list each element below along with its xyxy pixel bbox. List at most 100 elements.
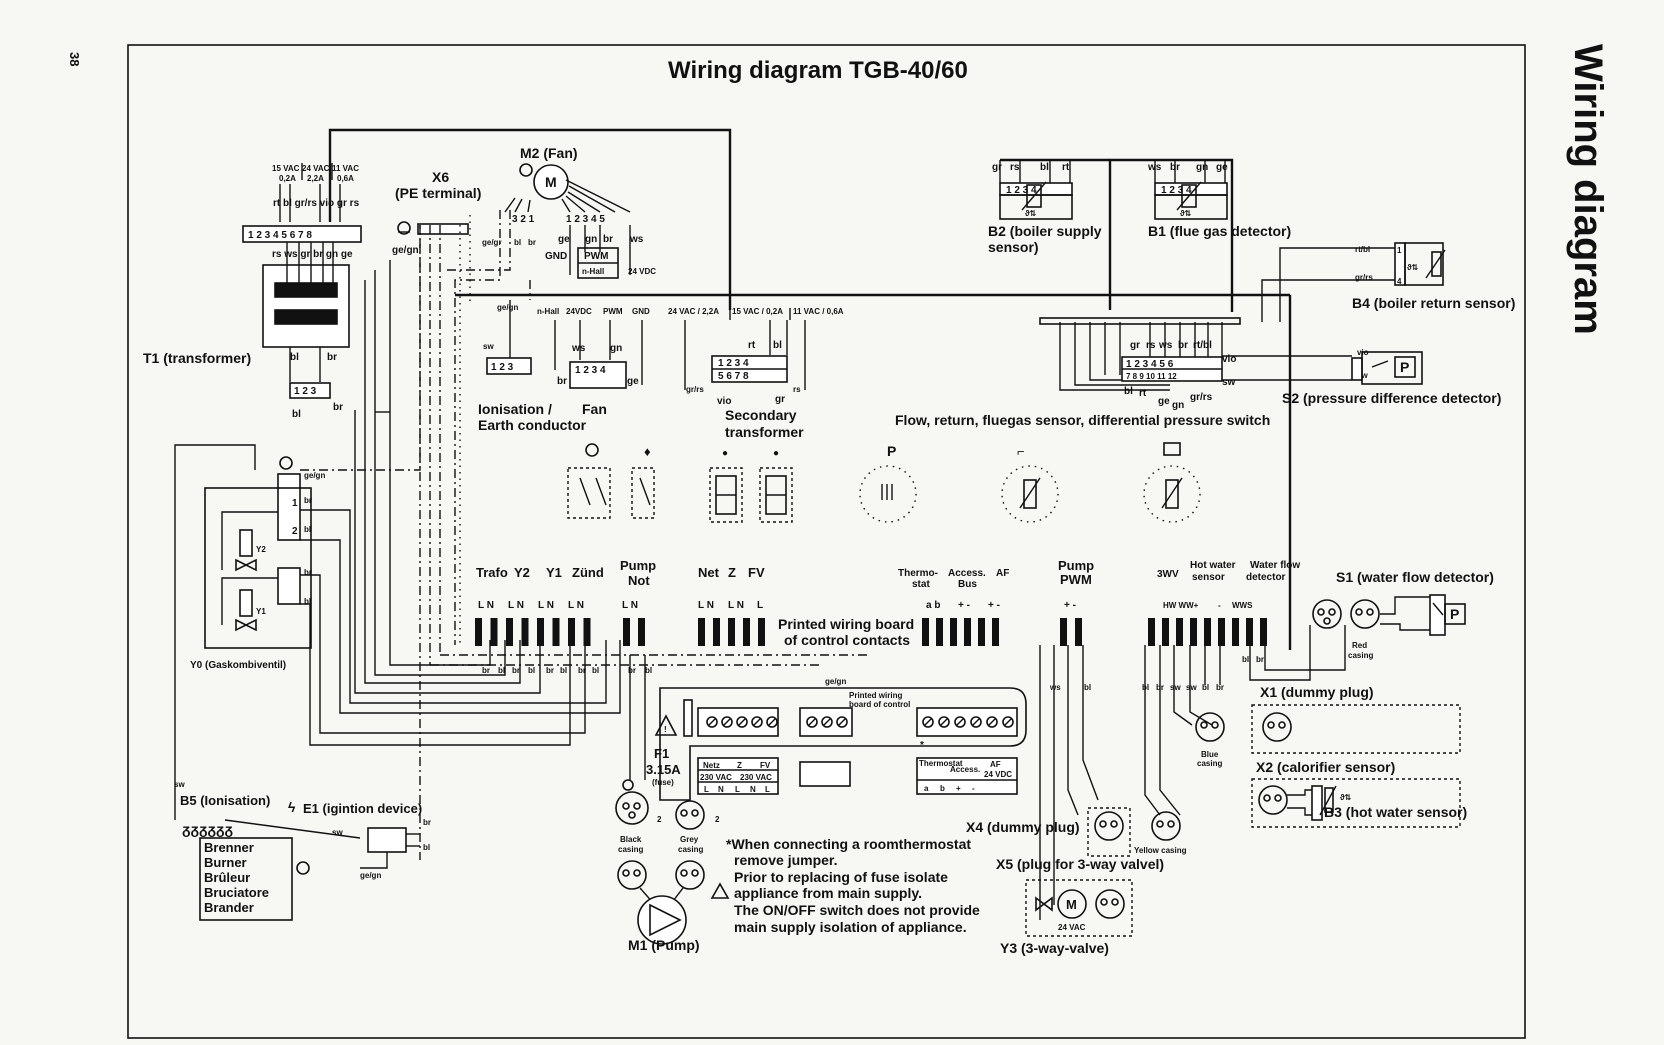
earth-icon	[519, 163, 533, 177]
note-line: The ON/OFF switch does not provide	[734, 902, 980, 918]
plug-socket-icon	[617, 860, 647, 890]
sec-trafo-pins: 1 2 3 4	[718, 358, 749, 369]
b4-wire: rt/bl	[1355, 245, 1370, 254]
spark-icon: ϟ	[288, 799, 296, 815]
terminal-group-headers: Trafo Y2 Y1 Zünd Pump Not Net Z FV Therm…	[476, 558, 1300, 611]
temperature-icon: ϑ⇅	[1340, 793, 1352, 802]
board-wire: bl	[645, 666, 652, 675]
y3-label: Y3 (3-way-valve)	[1000, 940, 1109, 956]
board-wire: bl	[560, 666, 567, 675]
fan-conn-wire: ws	[571, 343, 586, 354]
page-number: 38	[67, 52, 82, 66]
fan-conn-label: 24 VDC	[628, 267, 656, 276]
transformer-top-wires: rt bl gr/rs vio gr rs	[273, 198, 360, 209]
terminal-pin	[638, 618, 645, 646]
screw-terminal-icon	[922, 716, 934, 728]
terminal-pin	[1148, 618, 1155, 646]
fan-conn-wire: br	[557, 376, 567, 387]
burner-label: Brûleur	[204, 870, 250, 885]
sensor-b2: gr rs bl rt 1 2 3 4 ϑ⇅ B2 (boiler supply…	[988, 158, 1110, 255]
transformer-rating: 15 VAC	[272, 164, 300, 173]
terminal-group-label: PWM	[1060, 572, 1092, 587]
terminal-pin	[521, 618, 529, 646]
screw-terminal-icon	[938, 716, 950, 728]
terminal-group-label: Z	[728, 565, 736, 580]
pump-m1: 2 2 Black casing Grey casing M1 (Pump)	[615, 655, 720, 953]
terminal-pin	[964, 618, 971, 646]
terminal-group-label: Y1	[546, 565, 562, 580]
terminal-group-label: Trafo	[476, 565, 508, 580]
terminal-pins: L	[757, 600, 763, 611]
pressure-switch-icon: P	[1450, 606, 1459, 622]
sensor-conn-wire: br	[1178, 340, 1188, 351]
fan-conn-header: n-Hall	[537, 307, 559, 316]
ignition-wire: sw	[332, 828, 343, 837]
fuse-icon	[683, 699, 693, 737]
gas-valve-pin: 2	[292, 526, 298, 537]
svg-text:a: a	[924, 784, 929, 793]
svg-text:-: -	[972, 784, 975, 793]
s1-casing-sub: casing	[1348, 651, 1373, 660]
svg-text:●: ●	[773, 448, 779, 459]
fuse-value: 3.15A	[646, 762, 681, 777]
burner-label: Brenner	[204, 840, 254, 855]
svg-text:230 VAC: 230 VAC	[740, 773, 772, 782]
terminal-pins: HW WW+	[1163, 601, 1199, 610]
screw-terminal-icon	[706, 716, 718, 728]
pwb-label: Printed wiring board	[778, 616, 914, 632]
grey-casing-sub: casing	[678, 845, 703, 854]
b2-wire: rs	[1010, 162, 1020, 173]
sec-trafo-label: Secondary	[725, 407, 797, 423]
ionisation-pins: 1 2 3	[491, 362, 514, 373]
terminal-group-label: Pump	[620, 558, 656, 573]
gas-valve-wire: ge/gn	[304, 471, 325, 480]
right-wire-bundle	[1039, 625, 1346, 920]
terminal-pin	[568, 618, 575, 646]
pressure-knob-icon	[859, 465, 917, 523]
note-line: Prior to replacing of fuse isolate	[734, 869, 948, 885]
resistor-icon	[1026, 184, 1042, 208]
svg-text:2: 2	[715, 815, 720, 824]
svg-text:L: L	[735, 785, 740, 794]
ionisation-wire: ge/gn	[497, 303, 518, 312]
svg-text:230 VAC: 230 VAC	[700, 773, 732, 782]
terminal-pins: L N	[478, 600, 494, 611]
board-wire: br	[546, 666, 554, 675]
terminal-group-label: Bus	[958, 579, 977, 590]
terminal-group-label: FV	[748, 565, 765, 580]
b2-pins: 1 2 3 4	[1006, 185, 1037, 196]
transformer-rating: 0,2A	[279, 174, 296, 183]
svg-text:24 VDC: 24 VDC	[984, 770, 1012, 779]
plug-x4: X4 (dummy plug) Yellow casing	[966, 807, 1187, 857]
temperature-icon: ϑ⇅	[1407, 263, 1419, 272]
earth-icon	[622, 779, 634, 791]
pwb-screw-block	[799, 761, 851, 787]
transformer-out-wire: br	[333, 402, 343, 413]
x4-label: X4 (dummy plug)	[966, 819, 1080, 835]
secondary-transformer-connector: 24 VAC / 2,2A 15 VAC / 0,2A 11 VAC / 0,6…	[668, 307, 844, 440]
ionisation-label-sub: Earth conductor	[478, 417, 587, 433]
terminal-pin	[1190, 618, 1197, 646]
s1-casing: Red	[1352, 641, 1367, 650]
note-line: appliance from main supply.	[734, 885, 922, 901]
board-wire: ws	[1049, 683, 1061, 692]
yellow-casing: Yellow casing	[1134, 846, 1187, 855]
terminal-pin	[1218, 618, 1225, 646]
fan-wire: ge	[558, 234, 570, 245]
plug-socket-icon	[675, 860, 705, 890]
board-wire: br	[628, 666, 636, 675]
board-wire: bl	[1084, 683, 1091, 692]
valve-icon	[235, 618, 257, 632]
fan-conn-label: Fan	[582, 401, 607, 417]
warning-icon	[710, 882, 730, 899]
burner-flames-icon: ᵹᵹᵹᵹᵹᵹ	[182, 821, 233, 837]
ignition-device-icon	[367, 827, 407, 853]
screw-terminal-icon	[954, 716, 966, 728]
fan-pins-left: 3 2 1	[512, 214, 535, 225]
terminal-pin	[992, 618, 999, 646]
board-wire: br	[578, 666, 586, 675]
plug-black-casing-icon	[615, 791, 649, 825]
fan-conn-label: GND	[545, 251, 567, 262]
chimney-switch-icon	[631, 467, 655, 519]
sensor-b1: ws br gn ge 1 2 3 4 ϑ⇅ B1 (flue gas dete…	[1147, 160, 1291, 239]
